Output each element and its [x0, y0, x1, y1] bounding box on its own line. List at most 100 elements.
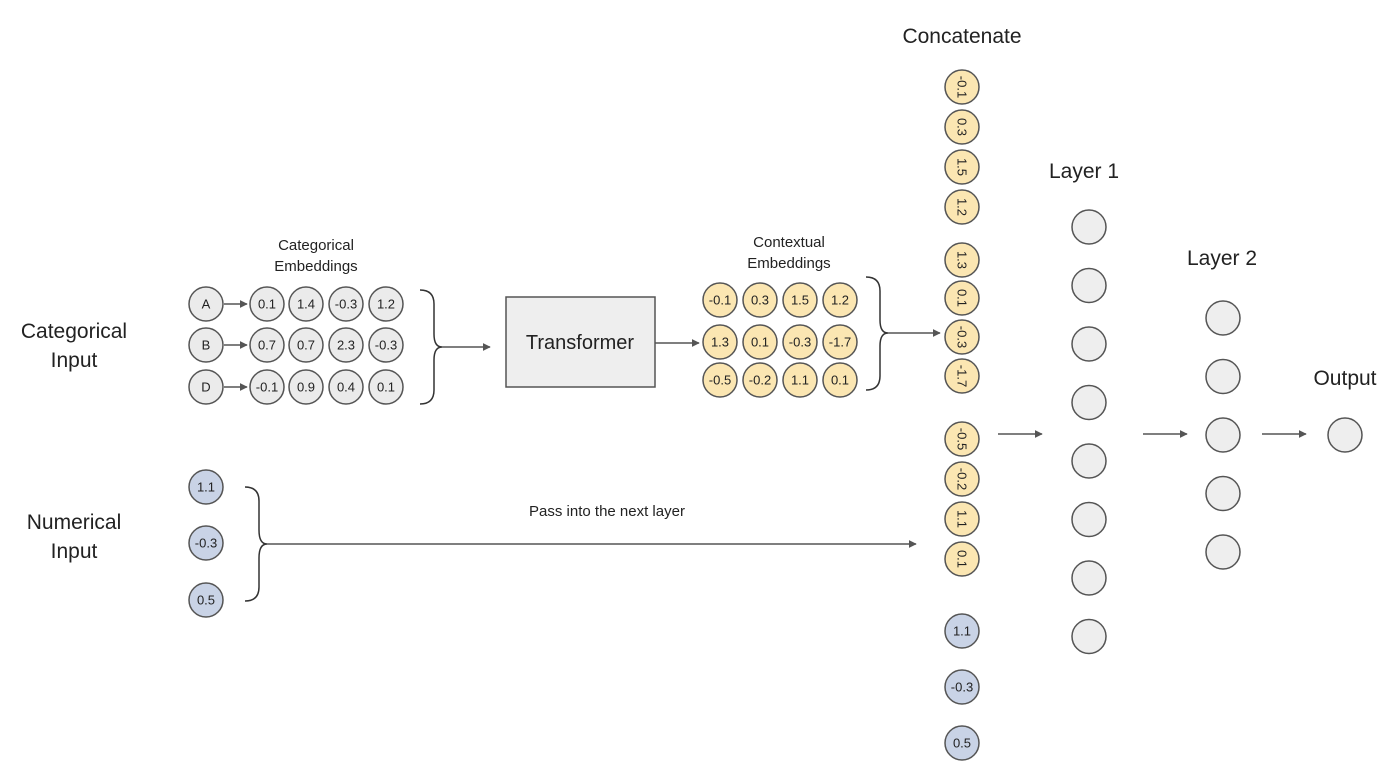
contextual-embedding-cell: 0.1 — [742, 324, 778, 360]
categorical-input-a: A — [188, 286, 224, 322]
concatenated-contextual-cell-circle — [944, 280, 980, 316]
contextual-embedding-cell: -0.2 — [742, 362, 778, 398]
categorical-embedding-cell-value: -0.3 — [375, 338, 397, 353]
categorical-embedding-cell: -0.1 — [249, 369, 285, 405]
categorical-embedding-cell: 2.3 — [328, 327, 364, 363]
categorical-input-label-line1: Categorical — [21, 320, 127, 343]
contextual-embeddings-brace — [865, 276, 889, 391]
layer1-neuron-circle — [1071, 326, 1107, 362]
layer1-neuron — [1071, 326, 1107, 362]
categorical-embedding-cell-value: 0.4 — [337, 380, 355, 395]
layer2-neuron-circle — [1205, 475, 1241, 512]
concatenated-contextual-cell-value: -0.3 — [955, 326, 970, 348]
concatenated-contextual-cell-value: -0.2 — [955, 468, 970, 490]
concatenated-contextual-cell: -0.5 — [944, 421, 980, 457]
categorical-embedding-cell: 0.7 — [249, 327, 285, 363]
concatenated-contextual-cell-circle — [944, 69, 980, 105]
numerical-input-node-circle — [188, 469, 224, 505]
contextual-embedding-cell: -1.7 — [822, 324, 858, 360]
concatenated-contextual-cell-circle — [944, 189, 980, 225]
categorical-embedding-cell: 0.1 — [249, 286, 285, 322]
contextual-embedding-cell: 1.5 — [782, 282, 818, 318]
contextual-embedding-cell-circle — [702, 324, 738, 360]
contextual-embedding-cell-value: 0.1 — [831, 373, 849, 388]
categorical-embeddings-brace — [419, 289, 443, 405]
concatenated-contextual-cell: 0.1 — [944, 280, 980, 316]
categorical-embedding-cell-value: 0.7 — [258, 338, 276, 353]
numerical-input-node-value: 1.1 — [197, 480, 215, 495]
concatenated-contextual-cell-circle — [944, 421, 980, 457]
output-title: Output — [1313, 367, 1376, 390]
contextual-embedding-cell-value: -0.1 — [709, 293, 731, 308]
concatenated-vector: -0.10.31.51.21.30.1-0.3-1.7-0.5-0.21.10.… — [944, 69, 980, 761]
contextual-embedding-cell: -0.3 — [782, 324, 818, 360]
layer1-neuron-circle — [1071, 560, 1107, 596]
contextual-embedding-cell-circle — [742, 282, 778, 318]
contextual-embedding-cell: 1.2 — [822, 282, 858, 318]
numerical-input-node-value: 0.5 — [197, 593, 215, 608]
layer1-title: Layer 1 — [1049, 160, 1119, 183]
categorical-embedding-cell: -0.3 — [328, 286, 364, 322]
categorical-embedding-cell: 0.1 — [368, 369, 404, 405]
numerical-input-label-line2: Input — [51, 540, 98, 563]
concatenated-contextual-cell-value: -1.7 — [955, 365, 970, 387]
contextual-embedding-cell: -0.5 — [702, 362, 738, 398]
numerical-input-node: 0.5 — [188, 582, 224, 618]
layer1-neuron-circle — [1071, 618, 1107, 655]
numerical-input-node: 1.1 — [188, 469, 224, 505]
contextual-embedding-cell-circle — [822, 324, 858, 360]
layer2-neuron — [1205, 300, 1241, 336]
contextual-embedding-cell: 0.3 — [742, 282, 778, 318]
transformer-label: Transformer — [526, 332, 635, 354]
concatenated-numerical-cell: 1.1 — [944, 613, 980, 649]
numerical-input-brace — [244, 486, 268, 602]
concatenated-numerical-cell-circle — [944, 725, 980, 761]
layer2-neuron-circle — [1205, 358, 1241, 395]
transformer-box — [505, 296, 656, 388]
categorical-embedding-cell-circle — [288, 369, 324, 405]
concatenated-contextual-cell: -0.1 — [944, 69, 980, 105]
categorical-embedding-cell-circle — [368, 369, 404, 405]
pass-into-next-layer-label: Pass into the next layer — [529, 503, 685, 520]
categorical-embedding-cell: 1.4 — [288, 286, 324, 322]
categorical-input-a-circle — [188, 286, 224, 322]
concatenated-contextual-cell-value: 0.1 — [955, 289, 970, 307]
contextual-embedding-cell-circle — [782, 362, 818, 398]
categorical-embedding-cell: 1.2 — [368, 286, 404, 322]
categorical-input-d-circle — [188, 369, 224, 405]
layer1-neuron — [1071, 501, 1107, 538]
layer1-neuron-circle — [1071, 384, 1107, 421]
concatenated-contextual-cell-circle — [944, 149, 980, 185]
layer1-neuron — [1071, 267, 1107, 304]
layer2-neuron — [1205, 475, 1241, 512]
concatenated-contextual-cell-circle — [944, 109, 980, 145]
contextual-embedding-cell-circle — [822, 362, 858, 398]
concatenated-contextual-cell: 0.1 — [944, 541, 980, 577]
concatenated-contextual-cell-value: 1.3 — [955, 251, 970, 269]
layer1-neuron — [1071, 618, 1107, 655]
categorical-embedding-cell-value: 1.4 — [297, 297, 315, 312]
concatenated-contextual-cell: 1.5 — [944, 149, 980, 185]
categorical-embedding-cell-circle — [249, 286, 285, 322]
layer2-title: Layer 2 — [1187, 247, 1257, 270]
contextual-embedding-cell-circle — [822, 282, 858, 318]
concatenated-numerical-cell-value: 0.5 — [953, 736, 971, 751]
categorical-input-d: D — [188, 369, 224, 405]
categorical-embedding-cell-circle — [328, 327, 364, 363]
categorical-embedding-cell-value: 2.3 — [337, 338, 355, 353]
numerical-input-label-line1: Numerical — [27, 511, 122, 534]
categorical-embedding-cell-circle — [328, 286, 364, 322]
categorical-embedding-cell: -0.3 — [368, 327, 404, 363]
categorical-embeddings-title-line1: Categorical — [278, 237, 354, 254]
categorical-input-b-circle — [188, 327, 224, 363]
contextual-embedding-cell-circle — [702, 362, 738, 398]
contextual-embedding-cell-value: 0.1 — [751, 335, 769, 350]
concatenate-title: Concatenate — [902, 25, 1021, 48]
categorical-input-b: B — [188, 327, 224, 363]
output-nodes — [1327, 417, 1363, 453]
layer2-nodes — [1205, 300, 1241, 570]
layer1-neuron — [1071, 209, 1107, 245]
layer1-neuron — [1071, 560, 1107, 596]
categorical-embedding-cell-value: -0.1 — [256, 380, 278, 395]
concatenated-contextual-cell-circle — [944, 358, 980, 394]
